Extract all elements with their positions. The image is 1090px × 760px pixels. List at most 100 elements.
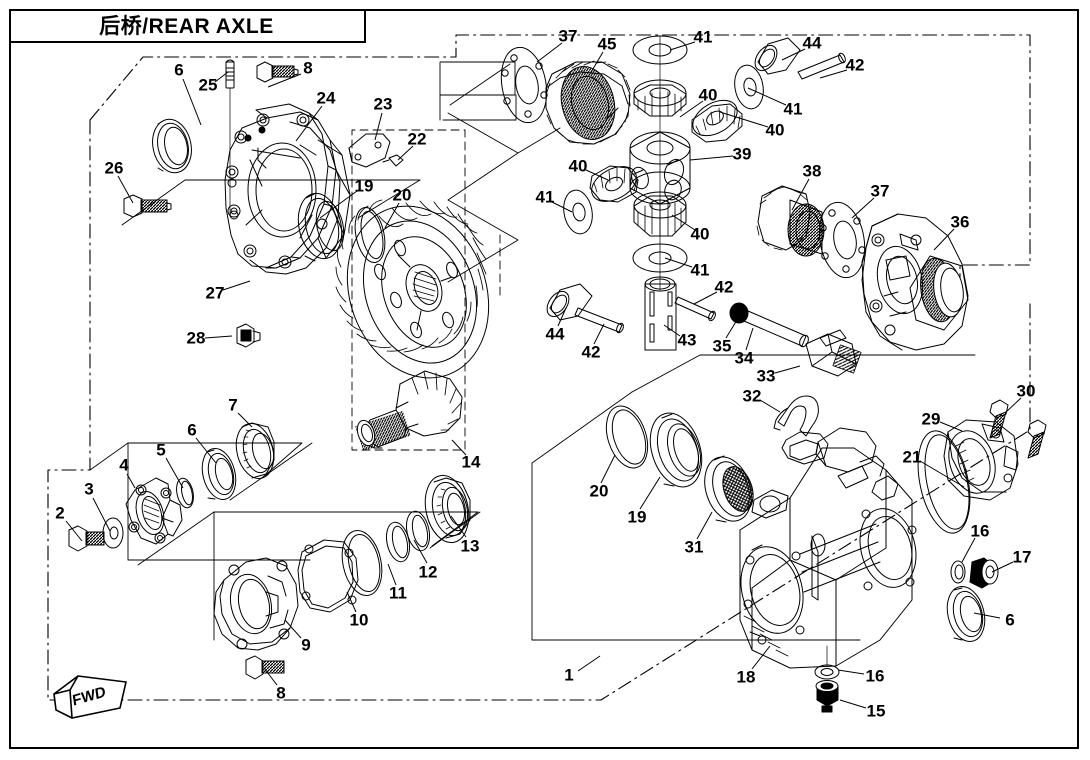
callout-number-39: 39 xyxy=(732,144,752,164)
frame-right-divider xyxy=(1077,9,1079,749)
part-21-o-ring-large xyxy=(917,430,971,534)
leader-line-39 xyxy=(689,155,734,161)
leader-line-13 xyxy=(450,515,467,538)
part-10-carrier-gasket xyxy=(297,539,359,613)
leader-line-9 xyxy=(284,619,302,639)
assembly-boundary xyxy=(47,34,1031,701)
part-6-oil-seal-upper xyxy=(152,118,192,174)
part-36-differential-carrier xyxy=(861,213,969,351)
leader-line-7 xyxy=(237,412,253,428)
leader-line-37 xyxy=(851,197,875,219)
callout-number-37: 37 xyxy=(558,26,578,46)
part-37-gasket-right xyxy=(818,201,866,279)
leader-line-21 xyxy=(919,460,965,488)
callout-number-24: 24 xyxy=(316,88,336,108)
part-41-washer-left xyxy=(563,189,593,235)
part-20-o-ring-lower xyxy=(605,405,649,469)
leader-line-10 xyxy=(346,591,357,613)
part-2-bolt xyxy=(68,525,105,552)
callout-number-23: 23 xyxy=(373,94,393,114)
part-19-bearing-upper xyxy=(297,192,345,262)
leader-line-5 xyxy=(165,457,184,489)
leader-line-18 xyxy=(751,645,771,670)
forward-arrow-icon xyxy=(53,675,127,719)
callout-number-42: 42 xyxy=(714,277,734,297)
callout-number-16: 16 xyxy=(865,666,885,686)
part-27-cover-gasket xyxy=(249,121,341,275)
part-30-bolts xyxy=(989,399,1047,459)
leader-line-41 xyxy=(747,87,787,106)
part-5-shim xyxy=(176,477,194,509)
part-19-bearing-lower xyxy=(649,412,703,488)
part-7-tapered-bearing xyxy=(235,422,275,480)
leader-line-6 xyxy=(182,78,202,126)
callout-number-40: 40 xyxy=(698,85,718,105)
part-40-side-gear-left xyxy=(589,165,639,203)
part-26-bolt-left xyxy=(123,194,172,218)
part-35-detent-ball xyxy=(729,302,749,324)
callout-number-14: 14 xyxy=(461,452,481,472)
part-15-drain-plug xyxy=(815,680,839,713)
callout-number-30: 30 xyxy=(1016,381,1036,401)
callout-number-10: 10 xyxy=(349,610,369,630)
callout-number-32: 32 xyxy=(742,386,762,406)
leader-line-42 xyxy=(819,69,848,79)
leader-line-17 xyxy=(991,561,1014,573)
part-9-bearing-carrier xyxy=(213,557,299,651)
callout-number-19: 19 xyxy=(627,507,647,527)
callout-number-9: 9 xyxy=(301,635,311,655)
leader-line-4 xyxy=(126,473,136,489)
leader-line-20 xyxy=(384,202,400,229)
callout-number-18: 18 xyxy=(736,667,756,687)
leader-line-22 xyxy=(397,145,414,161)
callout-number-41: 41 xyxy=(690,260,710,280)
part-24-axle-cover xyxy=(224,103,351,269)
callout-number-45: 45 xyxy=(597,34,617,54)
callout-number-42: 42 xyxy=(845,55,865,75)
callout-number-41: 41 xyxy=(783,99,803,119)
callout-number-41: 41 xyxy=(535,187,555,207)
part-6-oil-seal-hub xyxy=(201,447,237,501)
part-34-shift-rod xyxy=(743,310,809,348)
callout-number-31: 31 xyxy=(684,537,704,557)
leader-line-42 xyxy=(693,291,718,305)
leader-line-33 xyxy=(774,365,801,374)
leader-line-2 xyxy=(65,520,83,542)
part-12-shims xyxy=(385,510,431,563)
callout-number-29: 29 xyxy=(921,409,941,429)
part-4-hub-flange xyxy=(125,477,183,545)
callout-number-33: 33 xyxy=(756,366,776,386)
leader-line-12 xyxy=(413,539,428,564)
leader-line-35 xyxy=(725,319,738,339)
leader-line-19 xyxy=(319,190,358,219)
callout-number-5: 5 xyxy=(156,440,166,460)
callout-number-6: 6 xyxy=(187,420,197,440)
leader-line-23 xyxy=(374,112,383,141)
part-32-shift-fork xyxy=(773,395,819,437)
callout-number-26: 26 xyxy=(104,158,124,178)
part-22-screw xyxy=(382,154,404,167)
callout-number-36: 36 xyxy=(950,212,970,232)
callout-number-17: 17 xyxy=(1012,547,1032,567)
leader-line-6 xyxy=(973,612,1001,619)
callout-number-42: 42 xyxy=(581,342,601,362)
leader-line-3 xyxy=(92,497,111,532)
part-13-ball-bearing xyxy=(424,474,471,544)
leader-line-41 xyxy=(669,41,696,51)
leader-line-44 xyxy=(781,48,806,61)
leader-line-15 xyxy=(839,699,867,709)
leader-line-40 xyxy=(679,100,704,118)
part-17-plug xyxy=(969,557,999,589)
callout-number-27: 27 xyxy=(205,283,225,303)
callout-number-25: 25 xyxy=(198,75,218,95)
part-42-pin-center xyxy=(674,296,716,322)
part-42-pin-lower-left xyxy=(574,307,624,334)
callout-number-21: 21 xyxy=(902,447,922,467)
leader-line-42 xyxy=(593,323,605,345)
part-11-o-ring xyxy=(341,529,383,597)
leader-line-20 xyxy=(600,454,616,484)
leader-line-30 xyxy=(1004,397,1022,414)
callout-number-44: 44 xyxy=(802,33,822,53)
part-37-gasket-left xyxy=(500,46,548,124)
part-14-ring-gear-and-pinion xyxy=(335,199,490,452)
